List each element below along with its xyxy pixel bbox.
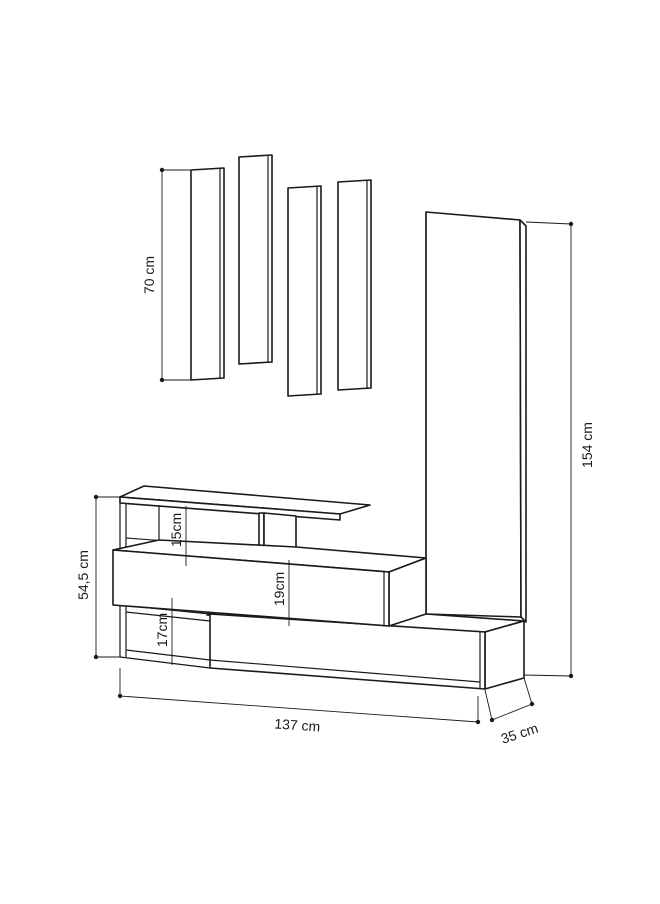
dimension-cabinet-height: 54,5 cm — [75, 494, 120, 660]
dimension-shelf-gap: 15cm — [168, 506, 187, 566]
dimension-total-width: 137 cm — [117, 668, 481, 735]
top-shelf — [119, 485, 371, 557]
wall-panel-4 — [337, 179, 372, 391]
label-panel-height: 70 cm — [141, 256, 157, 294]
dimension-panel-height: 70 cm — [141, 167, 191, 383]
wall-panel-2 — [238, 154, 273, 365]
tall-panel — [425, 211, 527, 623]
dimension-depth: 35 cm — [484, 677, 540, 747]
label-bottom-gap: 17cm — [154, 613, 170, 647]
dimension-total-height: 154 cm — [523, 221, 595, 679]
label-depth: 35 cm — [499, 720, 540, 747]
label-total-width: 137 cm — [274, 715, 321, 734]
middle-drawer — [112, 539, 427, 627]
label-drawer-height: 19cm — [271, 572, 287, 606]
wall-panels — [190, 154, 372, 397]
dimension-bottom-gap: 17cm — [154, 598, 173, 665]
dimension-drawer-height: 19cm — [271, 560, 290, 626]
label-cabinet-height: 54,5 cm — [75, 550, 91, 600]
wall-panel-3 — [287, 185, 322, 397]
wall-panel-1 — [190, 167, 225, 381]
label-shelf-gap: 15cm — [168, 513, 184, 547]
label-total-height: 154 cm — [579, 422, 595, 468]
